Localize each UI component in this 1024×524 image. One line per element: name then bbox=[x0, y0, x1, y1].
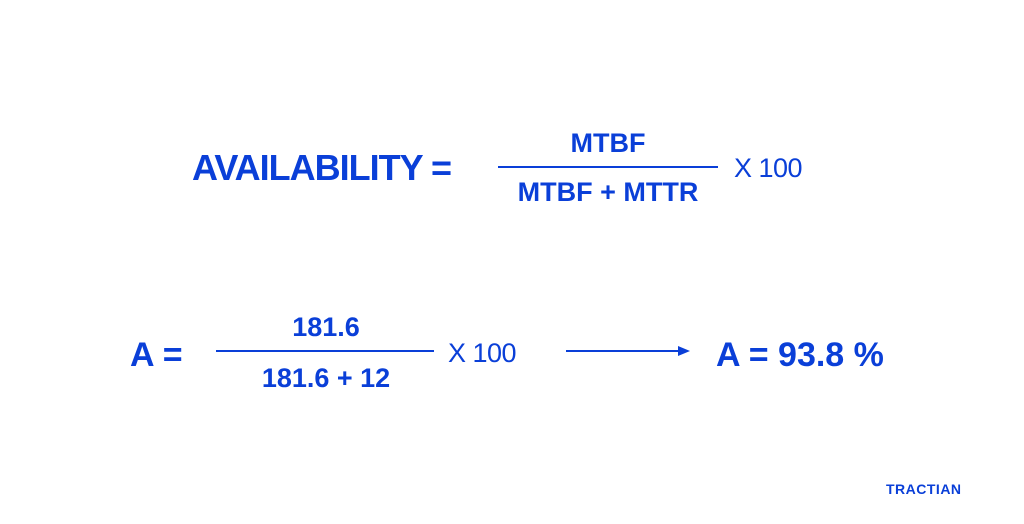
tractian-logo: TRACTIAN bbox=[886, 481, 962, 497]
availability-formula-numerator: MTBF bbox=[570, 128, 646, 158]
example-formula-denominator: 181.6 + 12 bbox=[261, 363, 391, 393]
example-formula-multiplier: X 100 bbox=[448, 338, 517, 368]
availability-fraction-bar bbox=[498, 166, 718, 168]
right-arrow-icon bbox=[566, 343, 690, 359]
example-result: A = 93.8 % bbox=[716, 336, 884, 374]
availability-formula-label: AVAILABILITY = bbox=[192, 147, 452, 188]
availability-formula-denominator: MTBF + MTTR bbox=[517, 177, 699, 207]
availability-formula-multiplier: X 100 bbox=[734, 153, 803, 183]
example-formula-numerator: 181.6 bbox=[292, 312, 360, 342]
example-fraction-bar bbox=[216, 350, 434, 352]
example-formula-label: A = bbox=[130, 336, 183, 374]
